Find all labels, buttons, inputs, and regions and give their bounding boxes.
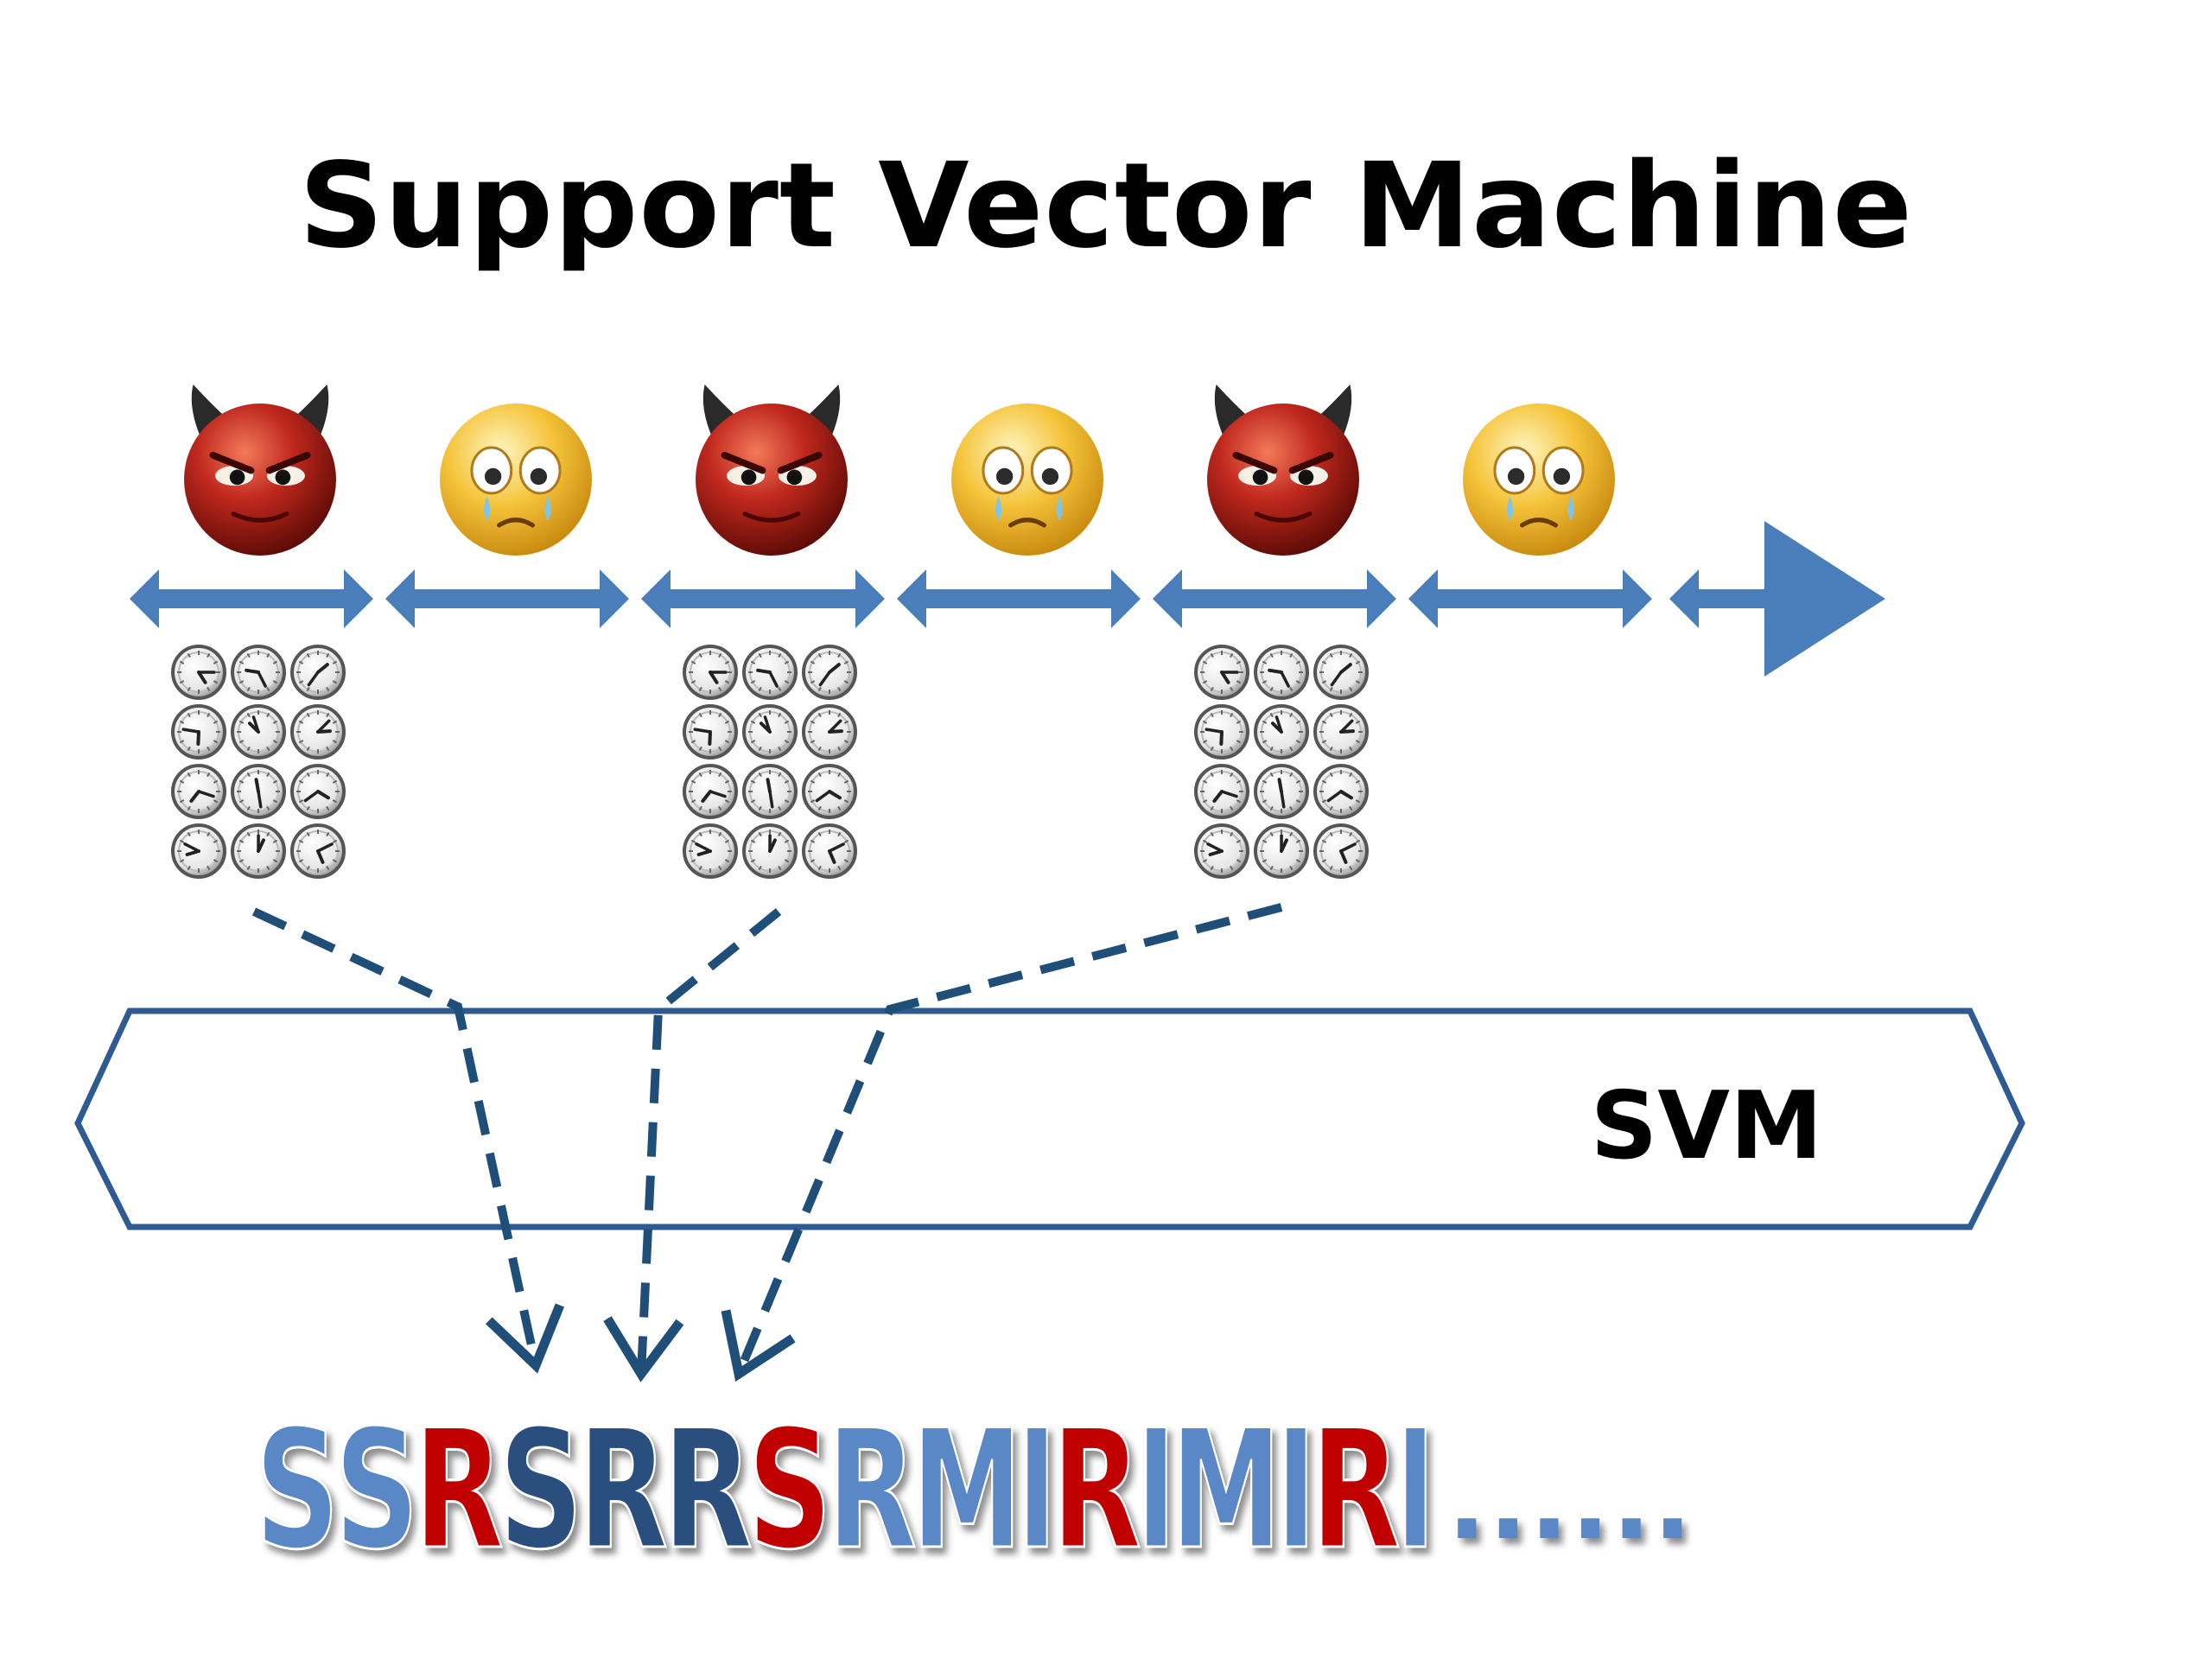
devil-icon	[1207, 385, 1359, 556]
clock-icon	[171, 704, 226, 760]
clock-icon	[802, 704, 857, 760]
clock-grid	[1194, 645, 1369, 879]
crying-icon	[440, 404, 592, 556]
clock-icon	[231, 704, 286, 760]
sequence-letter: R	[414, 1395, 504, 1586]
faces-row	[184, 385, 1615, 556]
timeline-segment-arrow	[1408, 569, 1652, 628]
timeline-segment-arrow	[385, 569, 629, 628]
clock-icon	[171, 764, 226, 819]
clock-icon	[1313, 764, 1369, 819]
sequence-letter: I	[1395, 1395, 1435, 1586]
crying-icon	[951, 404, 1103, 556]
feature-flow-arrow	[251, 907, 565, 1374]
clock-icon	[802, 764, 857, 819]
clock-icon	[683, 823, 738, 879]
trailing-dots: ......	[1447, 1443, 1694, 1563]
clock-icon	[1254, 704, 1309, 760]
clock-icon	[290, 764, 346, 819]
sequence-letter: R	[578, 1395, 668, 1586]
clock-icon	[1254, 764, 1309, 819]
sequence-letter: I	[1276, 1395, 1316, 1586]
clock-icon	[290, 704, 346, 760]
clock-icon	[1313, 704, 1369, 760]
clock-icon	[1313, 645, 1369, 700]
clock-icon	[683, 645, 738, 700]
sequence-letter: S	[334, 1395, 419, 1586]
clock-icon	[1194, 764, 1249, 819]
sequence-letter: S	[747, 1395, 832, 1586]
sequence-letter: I	[1017, 1395, 1057, 1586]
clock-icon	[1254, 823, 1309, 879]
timeline-segment-arrow	[897, 569, 1141, 628]
svm-box	[74, 1007, 2025, 1230]
clock-icon	[171, 823, 226, 879]
clock-icon	[1313, 823, 1369, 879]
clock-icon	[290, 645, 346, 700]
clock-icon	[1194, 704, 1249, 760]
clock-icon	[231, 764, 286, 819]
timeline	[130, 521, 1885, 677]
clock-icon	[683, 764, 738, 819]
slide-title: Support Vector Machine	[298, 138, 1914, 275]
clock-icon	[231, 645, 286, 700]
sequence-letter: R	[663, 1395, 753, 1586]
sequence-letter: R	[1311, 1395, 1401, 1586]
feature-flow-arrows	[251, 903, 1283, 1382]
clock-icon	[1194, 645, 1249, 700]
clock-grid	[171, 645, 346, 879]
feature-flow-arrow	[603, 908, 782, 1382]
timeline-segment-arrow	[1153, 569, 1396, 628]
clock-icon	[742, 764, 798, 819]
clock-icon	[290, 823, 346, 879]
clock-icon	[742, 645, 798, 700]
clock-icon	[231, 823, 286, 879]
clock-grids	[171, 645, 1369, 879]
crying-icon	[1463, 404, 1615, 556]
sequence-letter: I	[1136, 1395, 1176, 1586]
clock-icon	[1254, 645, 1309, 700]
feature-flow-arrow	[721, 903, 1283, 1382]
clock-icon	[171, 645, 226, 700]
clock-grid	[683, 645, 857, 879]
sequence-letter: S	[255, 1395, 340, 1586]
sequence-letter: S	[499, 1395, 583, 1586]
devil-icon	[696, 385, 848, 556]
sequence-letter: R	[827, 1395, 917, 1586]
clock-icon	[742, 823, 798, 879]
clock-icon	[1194, 823, 1249, 879]
devil-icon	[184, 385, 336, 556]
svm-label: SVM	[1591, 1072, 1823, 1180]
sequence-letter: R	[1052, 1395, 1141, 1586]
output-sequence: SSRSRRSRMIRIMIRI......	[254, 1394, 1694, 1587]
clock-icon	[802, 645, 857, 700]
clock-icon	[683, 704, 738, 760]
timeline-end-arrow	[1669, 521, 1885, 677]
timeline-segment-arrow	[130, 569, 373, 628]
clock-icon	[802, 823, 857, 879]
sequence-letter: M	[1171, 1395, 1281, 1586]
clock-icon	[742, 704, 798, 760]
sequence-letter: M	[912, 1395, 1022, 1586]
timeline-segment-arrow	[641, 569, 885, 628]
